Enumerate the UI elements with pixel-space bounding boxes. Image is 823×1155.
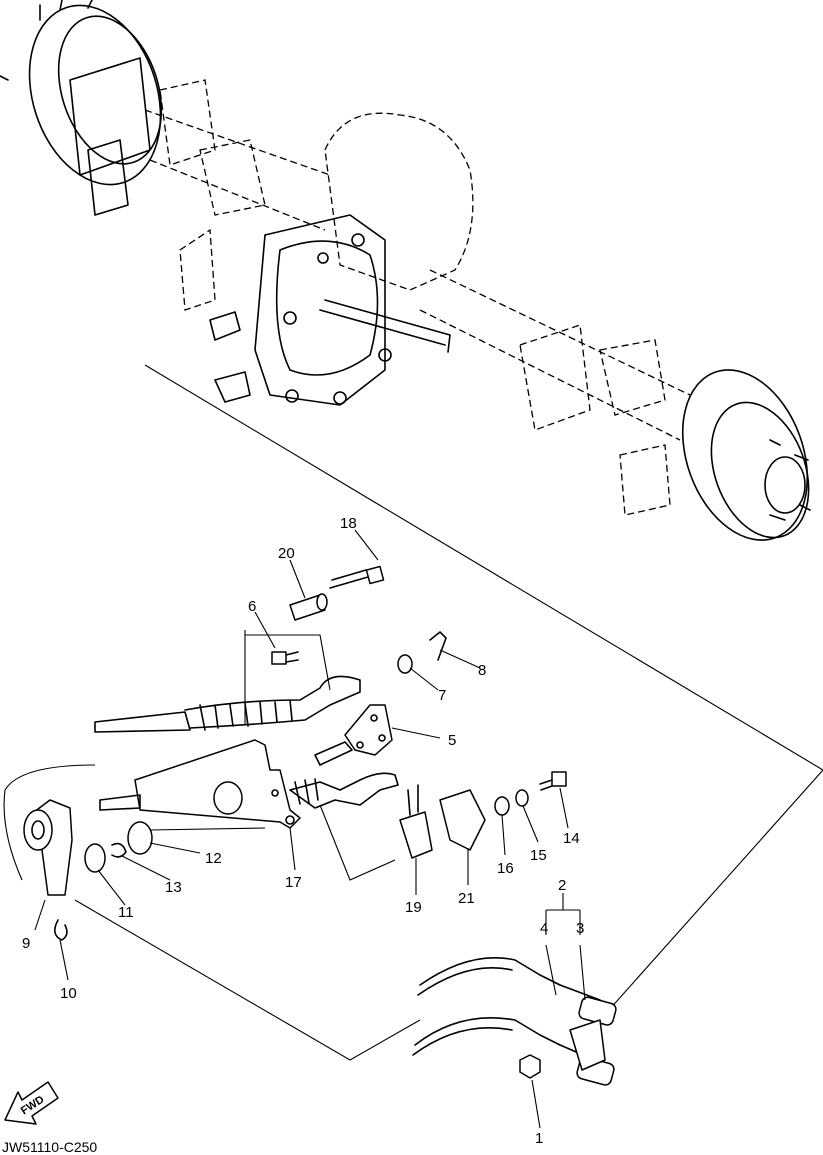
callout-9: 9 <box>22 935 30 952</box>
callout-6: 6 <box>248 598 256 615</box>
section-frame-top <box>144 364 823 771</box>
callouts: 1 2 3 4 5 6 7 8 9 10 11 12 13 14 15 16 1… <box>22 515 584 1147</box>
part-13-clip <box>111 842 127 858</box>
callout-5: 5 <box>448 732 456 749</box>
section-frame-right <box>599 769 823 1021</box>
callout-12: 12 <box>205 850 222 867</box>
part-6-bolt <box>271 651 299 665</box>
part-19-switch <box>399 784 433 859</box>
callout-15: 15 <box>530 847 547 864</box>
callout-10: 10 <box>60 985 77 1002</box>
part-21-bracket <box>439 789 486 851</box>
part-16-washer <box>494 796 510 816</box>
callout-3: 3 <box>576 920 584 937</box>
callout-14: 14 <box>563 830 580 847</box>
part-14-bolt <box>539 771 567 791</box>
leader-lines <box>34 529 586 1129</box>
part-9-lever-arm <box>23 799 73 896</box>
cable-assembly-upper <box>94 675 361 733</box>
part-8-cotter-pin <box>429 631 447 661</box>
callout-13: 13 <box>165 879 182 896</box>
part-12-bushing <box>127 821 153 855</box>
callout-21: 21 <box>458 890 475 907</box>
part-17-mounting-bracket <box>99 739 301 829</box>
part-10-pin <box>54 919 68 941</box>
part-20-spacer <box>289 593 328 621</box>
callout-2: 2 <box>558 877 566 894</box>
part-7-washer <box>397 654 413 674</box>
part-5-bracket-plate <box>314 704 393 766</box>
part-18-bolt <box>329 565 385 589</box>
callout-8: 8 <box>478 662 486 679</box>
callout-1: 1 <box>535 1130 543 1147</box>
callout-18: 18 <box>340 515 357 532</box>
drawing-code: JW51110-C250 <box>2 1139 97 1155</box>
part-11-washer <box>84 843 106 873</box>
rear-axle-assembly <box>0 0 811 541</box>
part-2-cable-assembly <box>412 957 617 1086</box>
section-frame-bottom <box>74 899 421 1061</box>
callout-7: 7 <box>438 687 446 704</box>
callout-16: 16 <box>497 860 514 877</box>
callout-11: 11 <box>118 904 134 921</box>
part-15-washer <box>515 789 529 807</box>
callout-19: 19 <box>405 899 422 916</box>
cable-assembly-lower <box>289 772 399 809</box>
part-1-nut <box>519 1054 541 1079</box>
callout-17: 17 <box>285 874 302 891</box>
fwd-arrow-icon: FWD <box>4 1081 59 1125</box>
callout-4: 4 <box>540 920 548 937</box>
callout-20: 20 <box>278 545 295 562</box>
section-frame-left <box>3 764 96 881</box>
